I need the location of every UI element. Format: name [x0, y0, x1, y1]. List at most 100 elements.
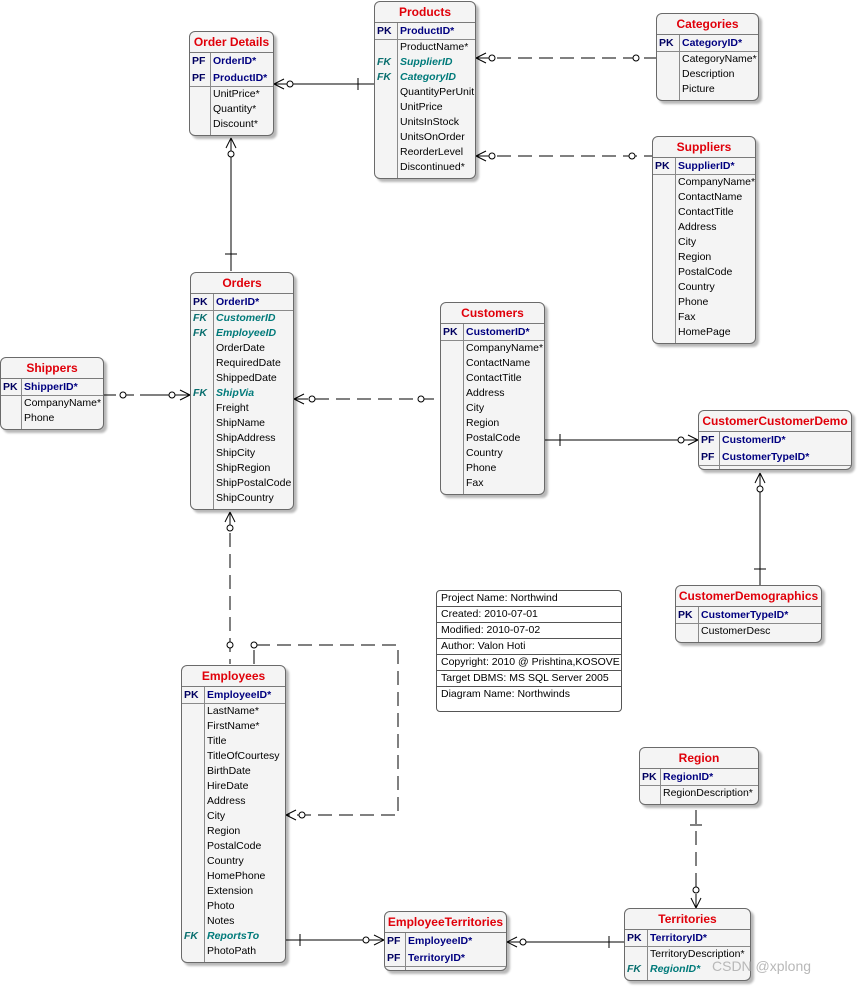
attribute-row[interactable]: Country	[182, 854, 285, 869]
attribute-row[interactable]: Discontinued*	[375, 160, 475, 175]
attribute-row[interactable]: City	[441, 401, 544, 416]
attribute-row[interactable]: ShipRegion	[191, 461, 293, 476]
attribute-row[interactable]: Region	[653, 250, 755, 265]
attribute-row[interactable]: PostalCode	[182, 839, 285, 854]
attribute-row[interactable]: Region	[441, 416, 544, 431]
attribute-row[interactable]: ContactTitle	[441, 371, 544, 386]
attribute-row[interactable]: PostalCode	[441, 431, 544, 446]
attribute-row[interactable]: Address	[653, 220, 755, 235]
attribute-row[interactable]: CategoryName*	[657, 52, 758, 67]
attribute-row[interactable]: Address	[441, 386, 544, 401]
attribute-row[interactable]: CompanyName*	[1, 396, 103, 411]
attribute-row[interactable]: UnitsOnOrder	[375, 130, 475, 145]
attribute-row[interactable]: ShipCountry	[191, 491, 293, 506]
attribute-row[interactable]: Freight	[191, 401, 293, 416]
attribute-row[interactable]: OrderDate	[191, 341, 293, 356]
attribute-row[interactable]: Phone	[1, 411, 103, 426]
attribute-row[interactable]: UnitsInStock	[375, 115, 475, 130]
attribute-row[interactable]: Fax	[653, 310, 755, 325]
attribute-row[interactable]: CustomerDesc	[676, 624, 821, 639]
attribute-row[interactable]: ShipName	[191, 416, 293, 431]
attribute-row[interactable]: BirthDate	[182, 764, 285, 779]
attribute-row[interactable]: CompanyName*	[441, 341, 544, 356]
attribute-row[interactable]: Fax	[441, 476, 544, 491]
attribute-row[interactable]: FirstName*	[182, 719, 285, 734]
attribute-row[interactable]: CompanyName*	[653, 175, 755, 190]
attribute-row[interactable]: QuantityPerUnit	[375, 85, 475, 100]
attribute-row[interactable]: Photo	[182, 899, 285, 914]
attribute-row[interactable]: ShippedDate	[191, 371, 293, 386]
attribute-row[interactable]: ProductName*	[375, 40, 475, 55]
attribute-row[interactable]: TitleOfCourtesy	[182, 749, 285, 764]
attribute-row[interactable]: ReorderLevel	[375, 145, 475, 160]
attribute-row[interactable]: Extension	[182, 884, 285, 899]
attribute-row[interactable]: ContactName	[653, 190, 755, 205]
attribute-row[interactable]: Address	[182, 794, 285, 809]
attribute-row[interactable]: ContactTitle	[653, 205, 755, 220]
attribute-row[interactable]: Country	[441, 446, 544, 461]
attribute-row[interactable]: Title	[182, 734, 285, 749]
attribute-row[interactable]: HireDate	[182, 779, 285, 794]
attribute-row[interactable]: Picture	[657, 82, 758, 97]
attribute-row[interactable]: Discount*	[190, 117, 273, 132]
attribute-row[interactable]: Notes	[182, 914, 285, 929]
attribute-row[interactable]: HomePhone	[182, 869, 285, 884]
attribute-row[interactable]: PhotoPath	[182, 944, 285, 959]
attribute-row[interactable]: City	[653, 235, 755, 250]
attribute-row[interactable]: Description	[657, 67, 758, 82]
attribute-row[interactable]: PostalCode	[653, 265, 755, 280]
attribute-row[interactable]: City	[182, 809, 285, 824]
attribute-row[interactable]: ShipPostalCode	[191, 476, 293, 491]
attribute-row[interactable]: Country	[653, 280, 755, 295]
attribute-row[interactable]: ContactName	[441, 356, 544, 371]
attribute-row[interactable]: Phone	[441, 461, 544, 476]
attribute-row[interactable]: HomePage	[653, 325, 755, 340]
attribute-row[interactable]: UnitPrice	[375, 100, 475, 115]
attribute-row[interactable]: Region	[182, 824, 285, 839]
attribute-row[interactable]: UnitPrice*	[190, 87, 273, 102]
attribute-row[interactable]: ShipCity	[191, 446, 293, 461]
attribute-row[interactable]: RegionDescription*	[640, 786, 758, 801]
attribute-row[interactable]: LastName*	[182, 704, 285, 719]
attribute-row[interactable]: RequiredDate	[191, 356, 293, 371]
attribute-row[interactable]: Quantity*	[190, 102, 273, 117]
attribute-row[interactable]: Phone	[653, 295, 755, 310]
attribute-row[interactable]: TerritoryDescription*	[625, 947, 750, 962]
